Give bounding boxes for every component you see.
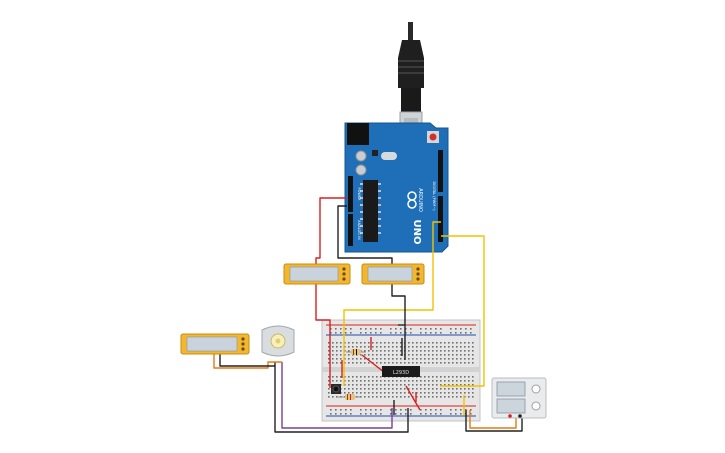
arduino-logo bbox=[407, 191, 417, 209]
model-label: UNO bbox=[411, 220, 422, 245]
digital-header-bottom bbox=[438, 196, 443, 242]
power-header bbox=[348, 176, 353, 212]
wire-orange bbox=[469, 410, 517, 429]
arduino-uno-board[interactable]: ARDUINO UNO POWER ANALOG IN DIGITAL (PWM… bbox=[344, 122, 449, 253]
wire-red bbox=[405, 385, 421, 411]
power-supply[interactable] bbox=[491, 377, 547, 419]
usb-cable-icon[interactable] bbox=[398, 22, 424, 139]
motor-icon[interactable] bbox=[261, 325, 295, 357]
analog-header bbox=[348, 214, 353, 246]
ic-label: L293D bbox=[393, 370, 409, 376]
capacitor bbox=[355, 150, 367, 162]
crystal-oscillator bbox=[381, 152, 397, 160]
brand-label: ARDUINO bbox=[417, 188, 423, 212]
digital-header-label: DIGITAL (PWM~) bbox=[432, 181, 436, 211]
atmega-chip bbox=[363, 180, 378, 242]
pushbutton-icon[interactable] bbox=[331, 384, 341, 394]
wires bbox=[213, 197, 523, 433]
wire-red bbox=[315, 284, 331, 388]
wire-red bbox=[361, 354, 385, 373]
motor-driver-ic: L293D bbox=[382, 366, 420, 377]
power-jack bbox=[347, 123, 369, 145]
wire-yellow bbox=[343, 221, 441, 386]
capacitor bbox=[355, 164, 367, 176]
wire-red bbox=[315, 197, 347, 264]
power-header-label: POWER bbox=[357, 188, 361, 202]
display-module[interactable] bbox=[180, 333, 250, 355]
wire-black bbox=[219, 354, 275, 367]
display-module[interactable] bbox=[283, 263, 351, 285]
display-module[interactable] bbox=[361, 263, 425, 285]
analog-header-label: ANALOG IN bbox=[357, 220, 361, 240]
wire-yellow bbox=[440, 235, 485, 387]
wire-black bbox=[337, 205, 393, 264]
wire-black bbox=[465, 410, 523, 432]
resistor-icon bbox=[346, 349, 366, 355]
wire-black bbox=[391, 284, 406, 360]
wire-orange bbox=[213, 354, 282, 369]
wire-black bbox=[274, 362, 409, 433]
resistor-icon bbox=[338, 394, 360, 400]
wire-purple bbox=[281, 362, 393, 429]
regulator bbox=[372, 150, 378, 156]
digital-header-top bbox=[438, 150, 443, 192]
reset-button-icon[interactable] bbox=[427, 131, 439, 143]
